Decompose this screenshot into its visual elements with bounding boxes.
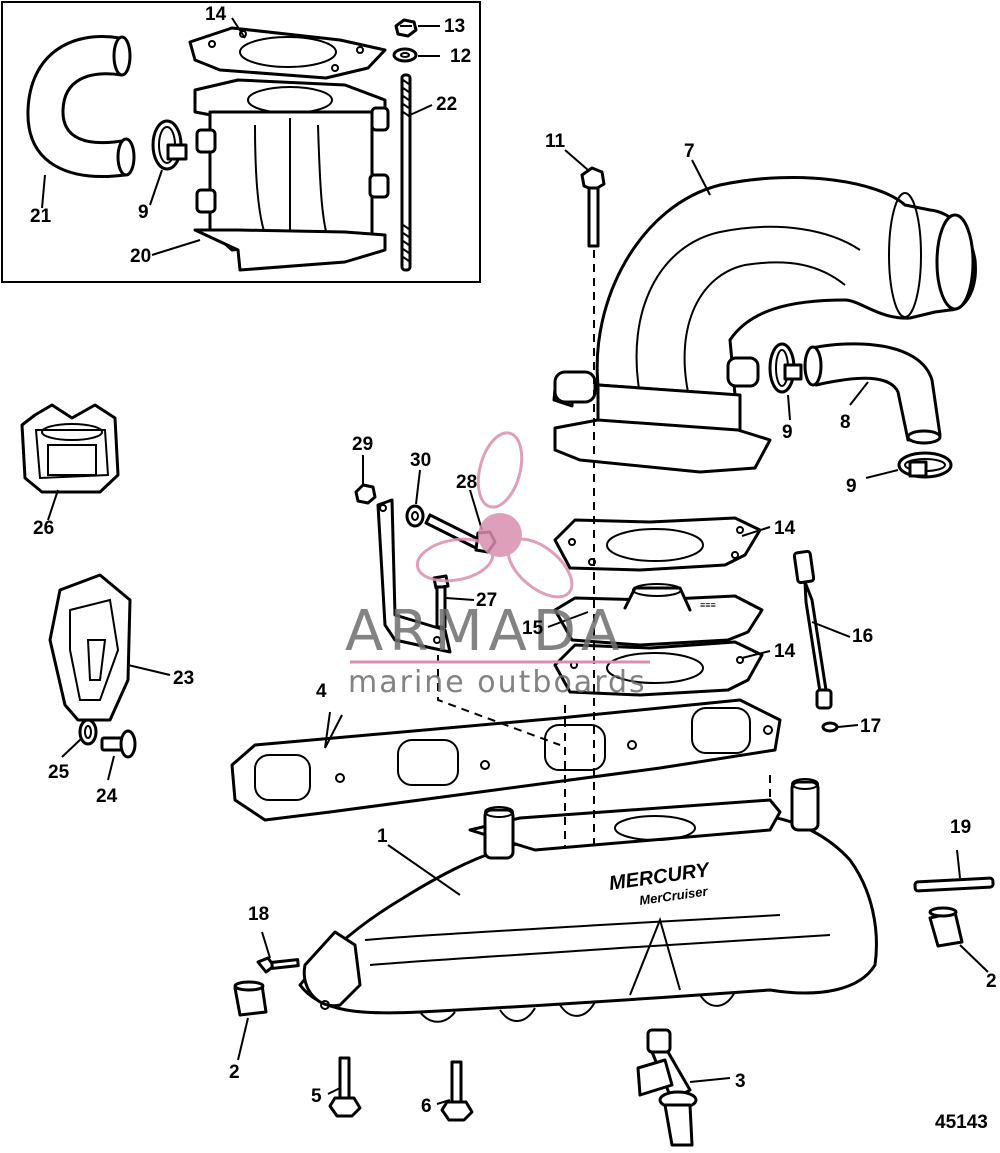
callout-22: 22 — [436, 94, 457, 115]
callout-30: 30 — [410, 450, 431, 471]
plug-part-2-left — [233, 980, 268, 1017]
callout-26: 26 — [33, 518, 54, 539]
washer-part-12 — [392, 47, 418, 63]
callout-18: 18 — [248, 904, 269, 925]
restrictor-label: ≡≡≡ — [700, 600, 716, 610]
callout-2-right: 2 — [986, 971, 997, 992]
callout-19: 19 — [950, 817, 971, 838]
hose-part-8 — [803, 342, 942, 445]
watermark-tagline: marine outboards — [348, 665, 647, 700]
screw-part-18 — [256, 956, 300, 974]
callout-14-inset: 14 — [205, 4, 227, 25]
elbow-riser-part-7 — [552, 176, 977, 474]
propeller-logo — [415, 431, 574, 599]
gasket-part-14-upper — [553, 516, 762, 572]
callout-labels: 21 9 20 14 13 12 22 11 7 9 8 9 26 29 30 … — [30, 4, 997, 1117]
inset-frame — [1, 1, 481, 283]
armada-watermark: ARMADA marine outboards — [345, 431, 650, 700]
callout-5: 5 — [311, 1086, 322, 1107]
callout-9-lower: 9 — [846, 476, 857, 497]
nut-part-29 — [354, 483, 377, 505]
callout-12: 12 — [450, 46, 471, 67]
bolt-part-6 — [440, 1060, 474, 1122]
callout-6: 6 — [421, 1096, 432, 1117]
callout-15: 15 — [522, 618, 544, 639]
callout-28: 28 — [456, 472, 477, 493]
callout-23: 23 — [173, 668, 194, 689]
figure-number: 45143 — [935, 1112, 988, 1133]
stud-part-19 — [913, 876, 995, 893]
callout-3: 3 — [735, 1071, 746, 1092]
hose-clamp-part-9-lower — [897, 451, 953, 479]
callout-27: 27 — [476, 590, 497, 611]
callout-14-upper: 14 — [774, 518, 796, 539]
callout-7: 7 — [684, 141, 695, 162]
restrictor-plate-part-15: ≡≡≡ — [553, 583, 764, 647]
stud-part-22 — [400, 73, 412, 272]
washer-part-30 — [405, 504, 425, 528]
riser-spacer-part-20 — [193, 78, 390, 272]
bolt-part-24 — [100, 729, 137, 759]
callout-14-lower: 14 — [774, 641, 796, 662]
gasket-part-14-lower — [553, 640, 764, 697]
hose-part-21 — [26, 35, 136, 178]
callout-1: 1 — [377, 826, 388, 847]
plate-part-23 — [48, 573, 132, 722]
elbow-fitting-part-3 — [636, 1028, 698, 1147]
exhaust-flapper-part-26 — [20, 403, 120, 494]
temperature-sender-part-16 — [792, 549, 833, 710]
callout-25: 25 — [48, 762, 70, 783]
callout-29: 29 — [352, 434, 373, 455]
callout-9-upper: 9 — [782, 422, 793, 443]
callout-11: 11 — [545, 131, 566, 152]
washer-part-25 — [78, 718, 98, 746]
callout-16: 16 — [852, 626, 873, 647]
plug-part-2-right — [928, 906, 964, 948]
bolt-part-11 — [580, 166, 606, 248]
manifold-gasket-part-4 — [230, 698, 782, 822]
nut-part-13 — [394, 18, 418, 38]
callout-24: 24 — [96, 786, 118, 807]
bolt-part-5 — [328, 1056, 362, 1118]
gasket-part-14-inset — [188, 26, 387, 80]
callout-9-inset: 9 — [138, 202, 149, 223]
callout-13: 13 — [444, 16, 465, 37]
callout-17: 17 — [860, 716, 881, 737]
hose-clamp-part-9-inset — [151, 119, 188, 171]
assembly-lines — [437, 250, 771, 848]
callout-2-left: 2 — [229, 1062, 240, 1083]
callout-21: 21 — [30, 206, 52, 227]
hose-clamp-part-9-upper — [768, 342, 803, 394]
leader-lines — [41, 17, 989, 1105]
callout-8: 8 — [840, 412, 851, 433]
callout-20: 20 — [130, 246, 151, 267]
exhaust-manifold-part-1: MERCURY MerCruiser — [298, 778, 878, 1023]
callout-4: 4 — [316, 681, 327, 702]
bracket-part-27 — [376, 498, 452, 654]
washer-part-17 — [821, 721, 839, 733]
watermark-name: ARMADA — [345, 599, 625, 664]
